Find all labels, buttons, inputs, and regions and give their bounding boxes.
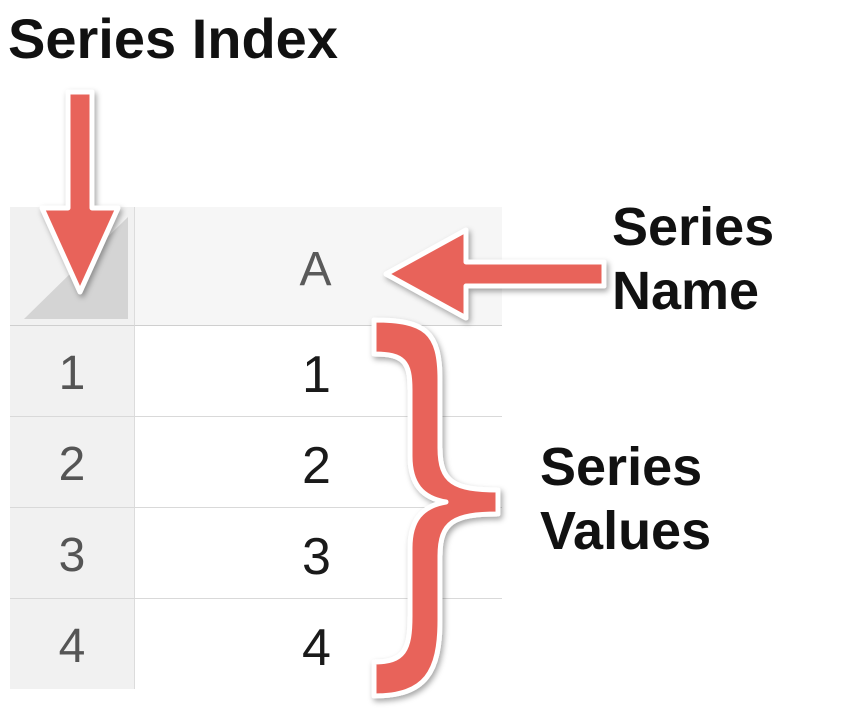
select-all-triangle-icon xyxy=(24,217,128,319)
row-index[interactable]: 1 xyxy=(10,326,135,416)
table-row: 1 1 xyxy=(10,326,502,417)
spreadsheet-fragment: A 1 1 2 2 3 3 4 4 xyxy=(10,207,502,690)
column-header-label: A xyxy=(299,243,332,296)
row-index[interactable]: 2 xyxy=(10,417,135,507)
select-all-corner[interactable] xyxy=(10,207,135,326)
table-row: 3 3 xyxy=(10,508,502,599)
row-index[interactable]: 3 xyxy=(10,508,135,598)
cell-value[interactable]: 4 xyxy=(135,599,502,689)
series-values-line-2: Values xyxy=(540,500,712,561)
table-row: 2 2 xyxy=(10,417,502,508)
series-name-line-2: Name xyxy=(612,260,760,321)
row-index[interactable]: 4 xyxy=(10,599,135,689)
cell-value-text: 1 xyxy=(302,346,331,404)
series-values-line-1: Series xyxy=(540,437,703,497)
series-index-label: Series Index xyxy=(8,6,338,72)
series-values-label: Series Values xyxy=(540,436,711,563)
series-index-text: Series Index xyxy=(8,7,338,70)
series-name-label: Series Name xyxy=(612,196,774,323)
series-name-line-1: Series xyxy=(612,197,775,257)
cell-value[interactable]: 2 xyxy=(135,417,502,507)
column-header-a[interactable]: A xyxy=(135,207,502,326)
cell-value[interactable]: 1 xyxy=(135,326,502,416)
cell-value-text: 2 xyxy=(302,437,331,495)
cell-value[interactable]: 3 xyxy=(135,508,502,598)
cell-value-text: 4 xyxy=(302,619,331,677)
table-row: 4 4 xyxy=(10,599,502,689)
cell-value-text: 3 xyxy=(302,528,331,586)
